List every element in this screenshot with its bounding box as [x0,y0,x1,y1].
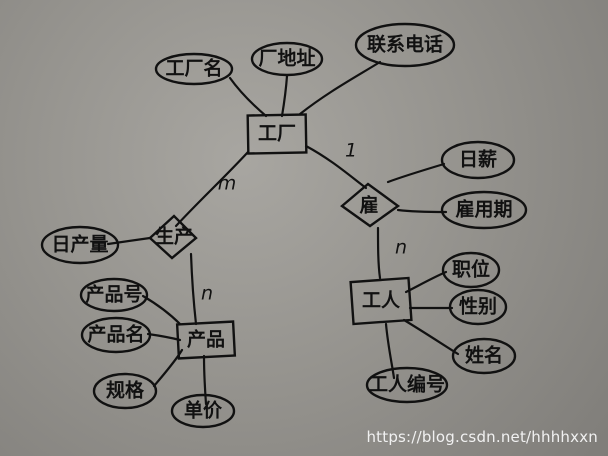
line-hire-period [396,208,448,214]
cardinality-hire-worker: n [395,237,407,259]
attribute-position: 职位 [441,251,501,289]
attribute-name-label: 姓名 [465,344,503,367]
line-product-spec [152,348,184,388]
attribute-daily-wage: 日薪 [440,140,516,180]
attribute-daily-wage-label: 日薪 [459,148,497,171]
entity-product: 产品 [175,320,237,360]
attribute-daily-output-label: 日产量 [51,233,108,256]
entity-product-label: 产品 [187,328,225,351]
attribute-product-name: 产品名 [80,316,152,354]
line-factory-address [280,74,289,118]
line-worker-id [384,322,396,380]
attribute-factory-address-label: 厂地址 [258,47,315,70]
entity-worker-label: 工人 [362,290,401,312]
line-hire-daily-wage [386,162,446,184]
attribute-product-id: 产品号 [79,277,149,313]
attribute-spec-label: 规格 [106,379,145,402]
line-product-id [141,294,182,326]
attribute-price-label: 单价 [184,399,223,422]
attribute-daily-output: 日产量 [40,225,120,265]
line-factory-hire [304,144,368,190]
entity-factory: 工厂 [246,113,308,155]
attribute-name: 姓名 [451,337,517,375]
attribute-spec: 规格 [92,372,158,410]
attribute-worker-id: 工人编号 [365,366,449,404]
attribute-hire-period: 雇用期 [440,190,528,230]
cardinality-factory-produce: m [218,173,237,195]
line-produce-product [189,252,198,326]
relationship-hire-label: 雇 [359,194,378,217]
attribute-price: 单价 [170,393,236,429]
relationship-produce-label: 生产 [155,225,193,248]
attribute-factory-address: 厂地址 [250,41,324,77]
line-product-name [146,332,182,342]
cardinality-produce-product: n [201,283,213,305]
line-factory-name [228,76,268,118]
attribute-gender: 性别 [448,288,508,326]
attribute-position-label: 职位 [452,258,490,281]
line-phone [298,60,382,116]
attribute-product-name-label: 产品名 [87,323,144,346]
attribute-hire-period-label: 雇用期 [455,198,512,221]
cardinality-labels: m n 1 n [201,140,407,305]
relationship-hire: 雇 [340,182,401,228]
attribute-factory-name-label: 工厂名 [165,57,222,80]
attribute-phone-label: 联系电话 [367,33,443,56]
relationship-produce: 生产 [148,214,198,260]
line-worker-position [404,270,448,294]
entity-factory-label: 工厂 [258,123,296,145]
cardinality-factory-hire: 1 [345,140,357,162]
attribute-product-id-label: 产品号 [85,283,142,306]
attribute-gender-label: 性别 [459,295,497,318]
line-worker-name [402,318,460,356]
watermark: https://blog.csdn.net/hhhhxxn [366,428,598,446]
line-hire-worker [376,226,382,280]
line-produce-output [106,236,152,246]
line-product-price [202,354,208,406]
attribute-worker-id-label: 工人编号 [369,373,445,396]
line-factory-produce [174,150,250,228]
attribute-phone: 联系电话 [354,22,456,68]
entity-worker: 工人 [349,276,413,326]
attribute-factory-name: 工厂名 [154,52,234,86]
